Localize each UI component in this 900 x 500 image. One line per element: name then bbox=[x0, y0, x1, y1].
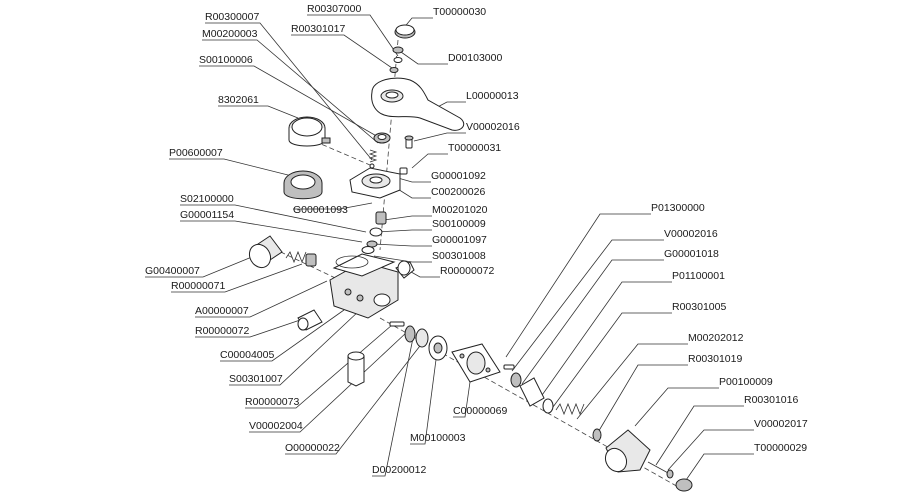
label-M00200003: M00200003 bbox=[202, 28, 258, 40]
label-T00000029: T00000029 bbox=[754, 442, 807, 454]
label-D00103000: D00103000 bbox=[448, 52, 502, 64]
label-R00301019: R00301019 bbox=[688, 353, 742, 365]
end-cap-part bbox=[675, 478, 693, 492]
label-G00001093: G00001093 bbox=[293, 204, 348, 216]
label-R00301016: R00301016 bbox=[744, 394, 798, 406]
label-A00000007: A00000007 bbox=[195, 305, 249, 317]
label-V00002016-top: V00002016 bbox=[466, 121, 520, 133]
label-S00100006: S00100006 bbox=[199, 54, 253, 66]
label-V00002017: V00002017 bbox=[754, 418, 808, 430]
label-M00202012: M00202012 bbox=[688, 332, 744, 344]
label-P00600007: P00600007 bbox=[169, 147, 223, 159]
label-L00000013: L00000013 bbox=[466, 90, 519, 102]
label-V00002016-right: V00002016 bbox=[664, 228, 718, 240]
label-D00200012: D00200012 bbox=[372, 464, 426, 476]
label-R00301005: R00301005 bbox=[672, 301, 726, 313]
lever-part bbox=[371, 77, 465, 131]
label-S00301007: S00301007 bbox=[229, 373, 283, 385]
label-R00000071: R00000071 bbox=[171, 280, 225, 292]
label-G00001154: G00001154 bbox=[180, 209, 234, 221]
label-S00100009: S00100009 bbox=[432, 218, 486, 230]
label-M00100003: M00100003 bbox=[410, 432, 466, 444]
label-S02100000: S02100000 bbox=[180, 193, 234, 205]
label-R00000073: R00000073 bbox=[245, 396, 299, 408]
label-G00001097: G00001097 bbox=[432, 234, 487, 246]
assembly-axes bbox=[265, 39, 681, 489]
label-G00400007: G00400007 bbox=[145, 265, 200, 277]
label-R00300007: R00300007 bbox=[205, 11, 259, 23]
label-M00201020: M00201020 bbox=[432, 204, 488, 216]
part-labels: R00307000 T00000030 R00300007 R00301017 … bbox=[145, 3, 808, 476]
parts bbox=[248, 24, 693, 492]
label-C00004005: C00004005 bbox=[220, 349, 274, 361]
washer-part bbox=[392, 46, 404, 54]
label-T00000031: T00000031 bbox=[448, 142, 501, 154]
label-T00000030: T00000030 bbox=[433, 6, 486, 18]
label-R00301017: R00301017 bbox=[291, 23, 345, 35]
label-R00000072-right: R00000072 bbox=[440, 265, 494, 277]
label-P01300000: P01300000 bbox=[651, 202, 705, 214]
label-P00100009: P00100009 bbox=[719, 376, 773, 388]
label-R00307000: R00307000 bbox=[307, 3, 361, 15]
label-O00000022: O00000022 bbox=[285, 442, 340, 454]
label-G00001018: G00001018 bbox=[664, 248, 719, 260]
label-C00000069: C00000069 bbox=[453, 405, 507, 417]
label-P01100001: P01100001 bbox=[672, 270, 725, 282]
label-R00000072-left: R00000072 bbox=[195, 325, 249, 337]
label-C00200026: C00200026 bbox=[431, 186, 485, 198]
label-V00002004: V00002004 bbox=[249, 420, 303, 432]
label-G00001092: G00001092 bbox=[431, 170, 486, 182]
label-S00301008: S00301008 bbox=[432, 250, 486, 262]
label-8302061: 8302061 bbox=[218, 94, 259, 106]
leader-lines bbox=[145, 14, 754, 484]
